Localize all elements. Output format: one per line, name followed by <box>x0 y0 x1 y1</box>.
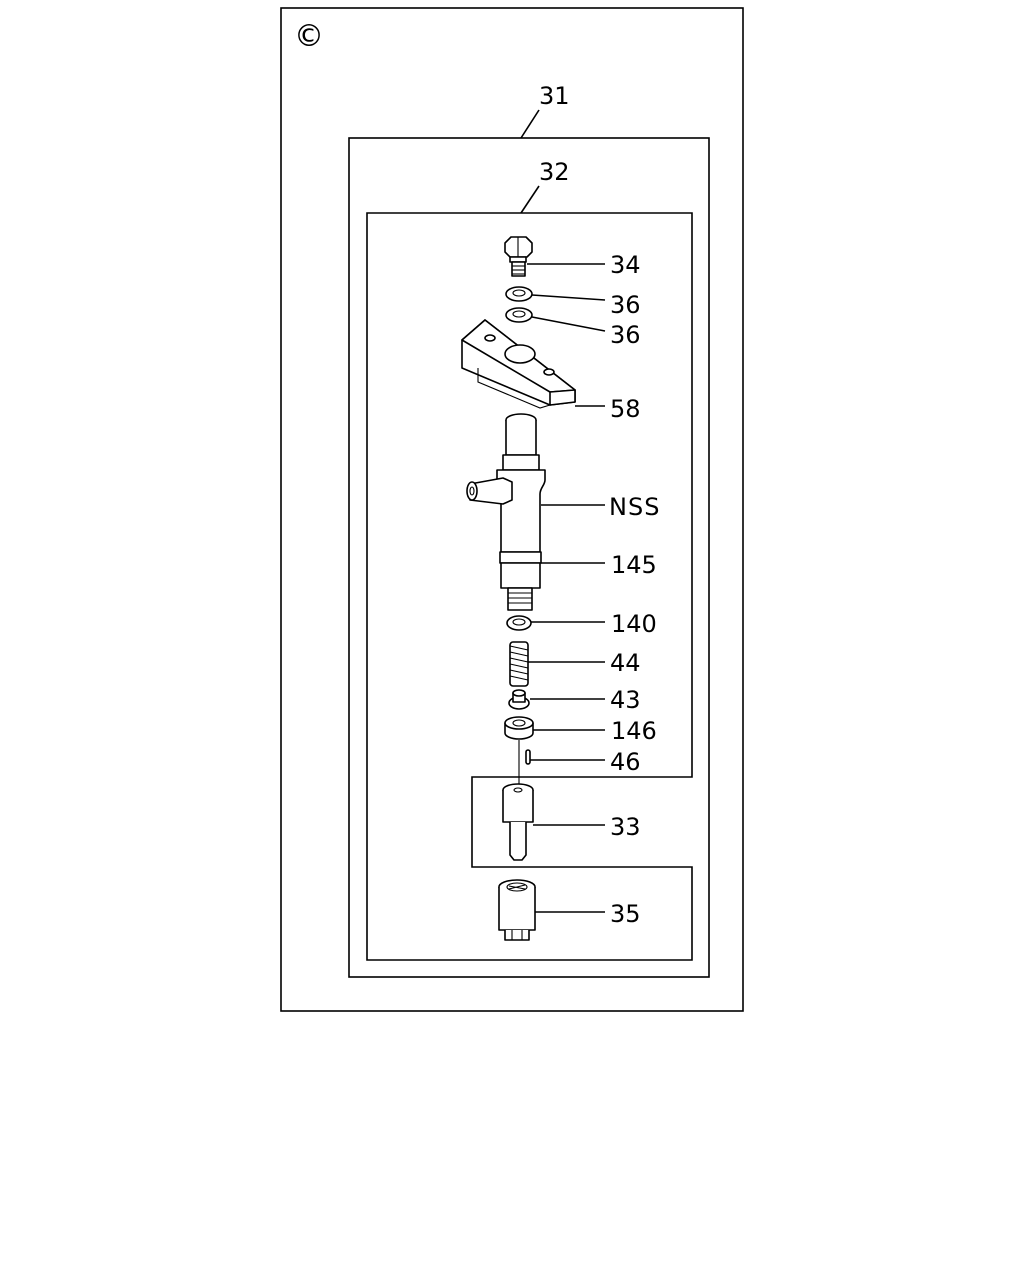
label-spring: 44 <box>610 649 641 677</box>
label-spacer: 146 <box>611 717 657 745</box>
label-subassembly: 32 <box>539 158 570 186</box>
clamp-part <box>461 319 576 409</box>
label-bolt: 34 <box>610 251 641 279</box>
label-shim: 140 <box>611 610 657 638</box>
shim-part <box>506 615 532 631</box>
retaining-nut-part <box>498 879 536 941</box>
subassembly-32-box <box>366 212 693 961</box>
holder-part <box>466 413 546 611</box>
corner-mark: © <box>294 19 324 54</box>
spring-seat-part <box>508 689 530 710</box>
label-clamp: 58 <box>610 395 641 423</box>
spacer-part <box>504 716 534 740</box>
label-o-ring: 145 <box>611 551 657 579</box>
outer-frame <box>280 7 744 1012</box>
label-washer-lower: 36 <box>610 321 641 349</box>
label-pin: 46 <box>610 748 641 776</box>
assembly-31-box <box>348 137 710 978</box>
label-spring-seat: 43 <box>610 686 641 714</box>
washer-upper-part <box>505 286 533 302</box>
spring-part <box>509 641 529 687</box>
label-retaining-nut: 35 <box>610 900 641 928</box>
pin-part <box>518 740 531 790</box>
label-washer-upper: 36 <box>610 291 641 319</box>
washer-lower-part <box>505 307 533 323</box>
label-assembly: 31 <box>539 82 570 110</box>
bolt-part <box>504 236 533 277</box>
label-nozzle: 33 <box>610 813 641 841</box>
corner-mark-symbol: © <box>294 19 324 54</box>
label-holder: NSS <box>609 493 660 521</box>
nozzle-part <box>502 783 534 861</box>
